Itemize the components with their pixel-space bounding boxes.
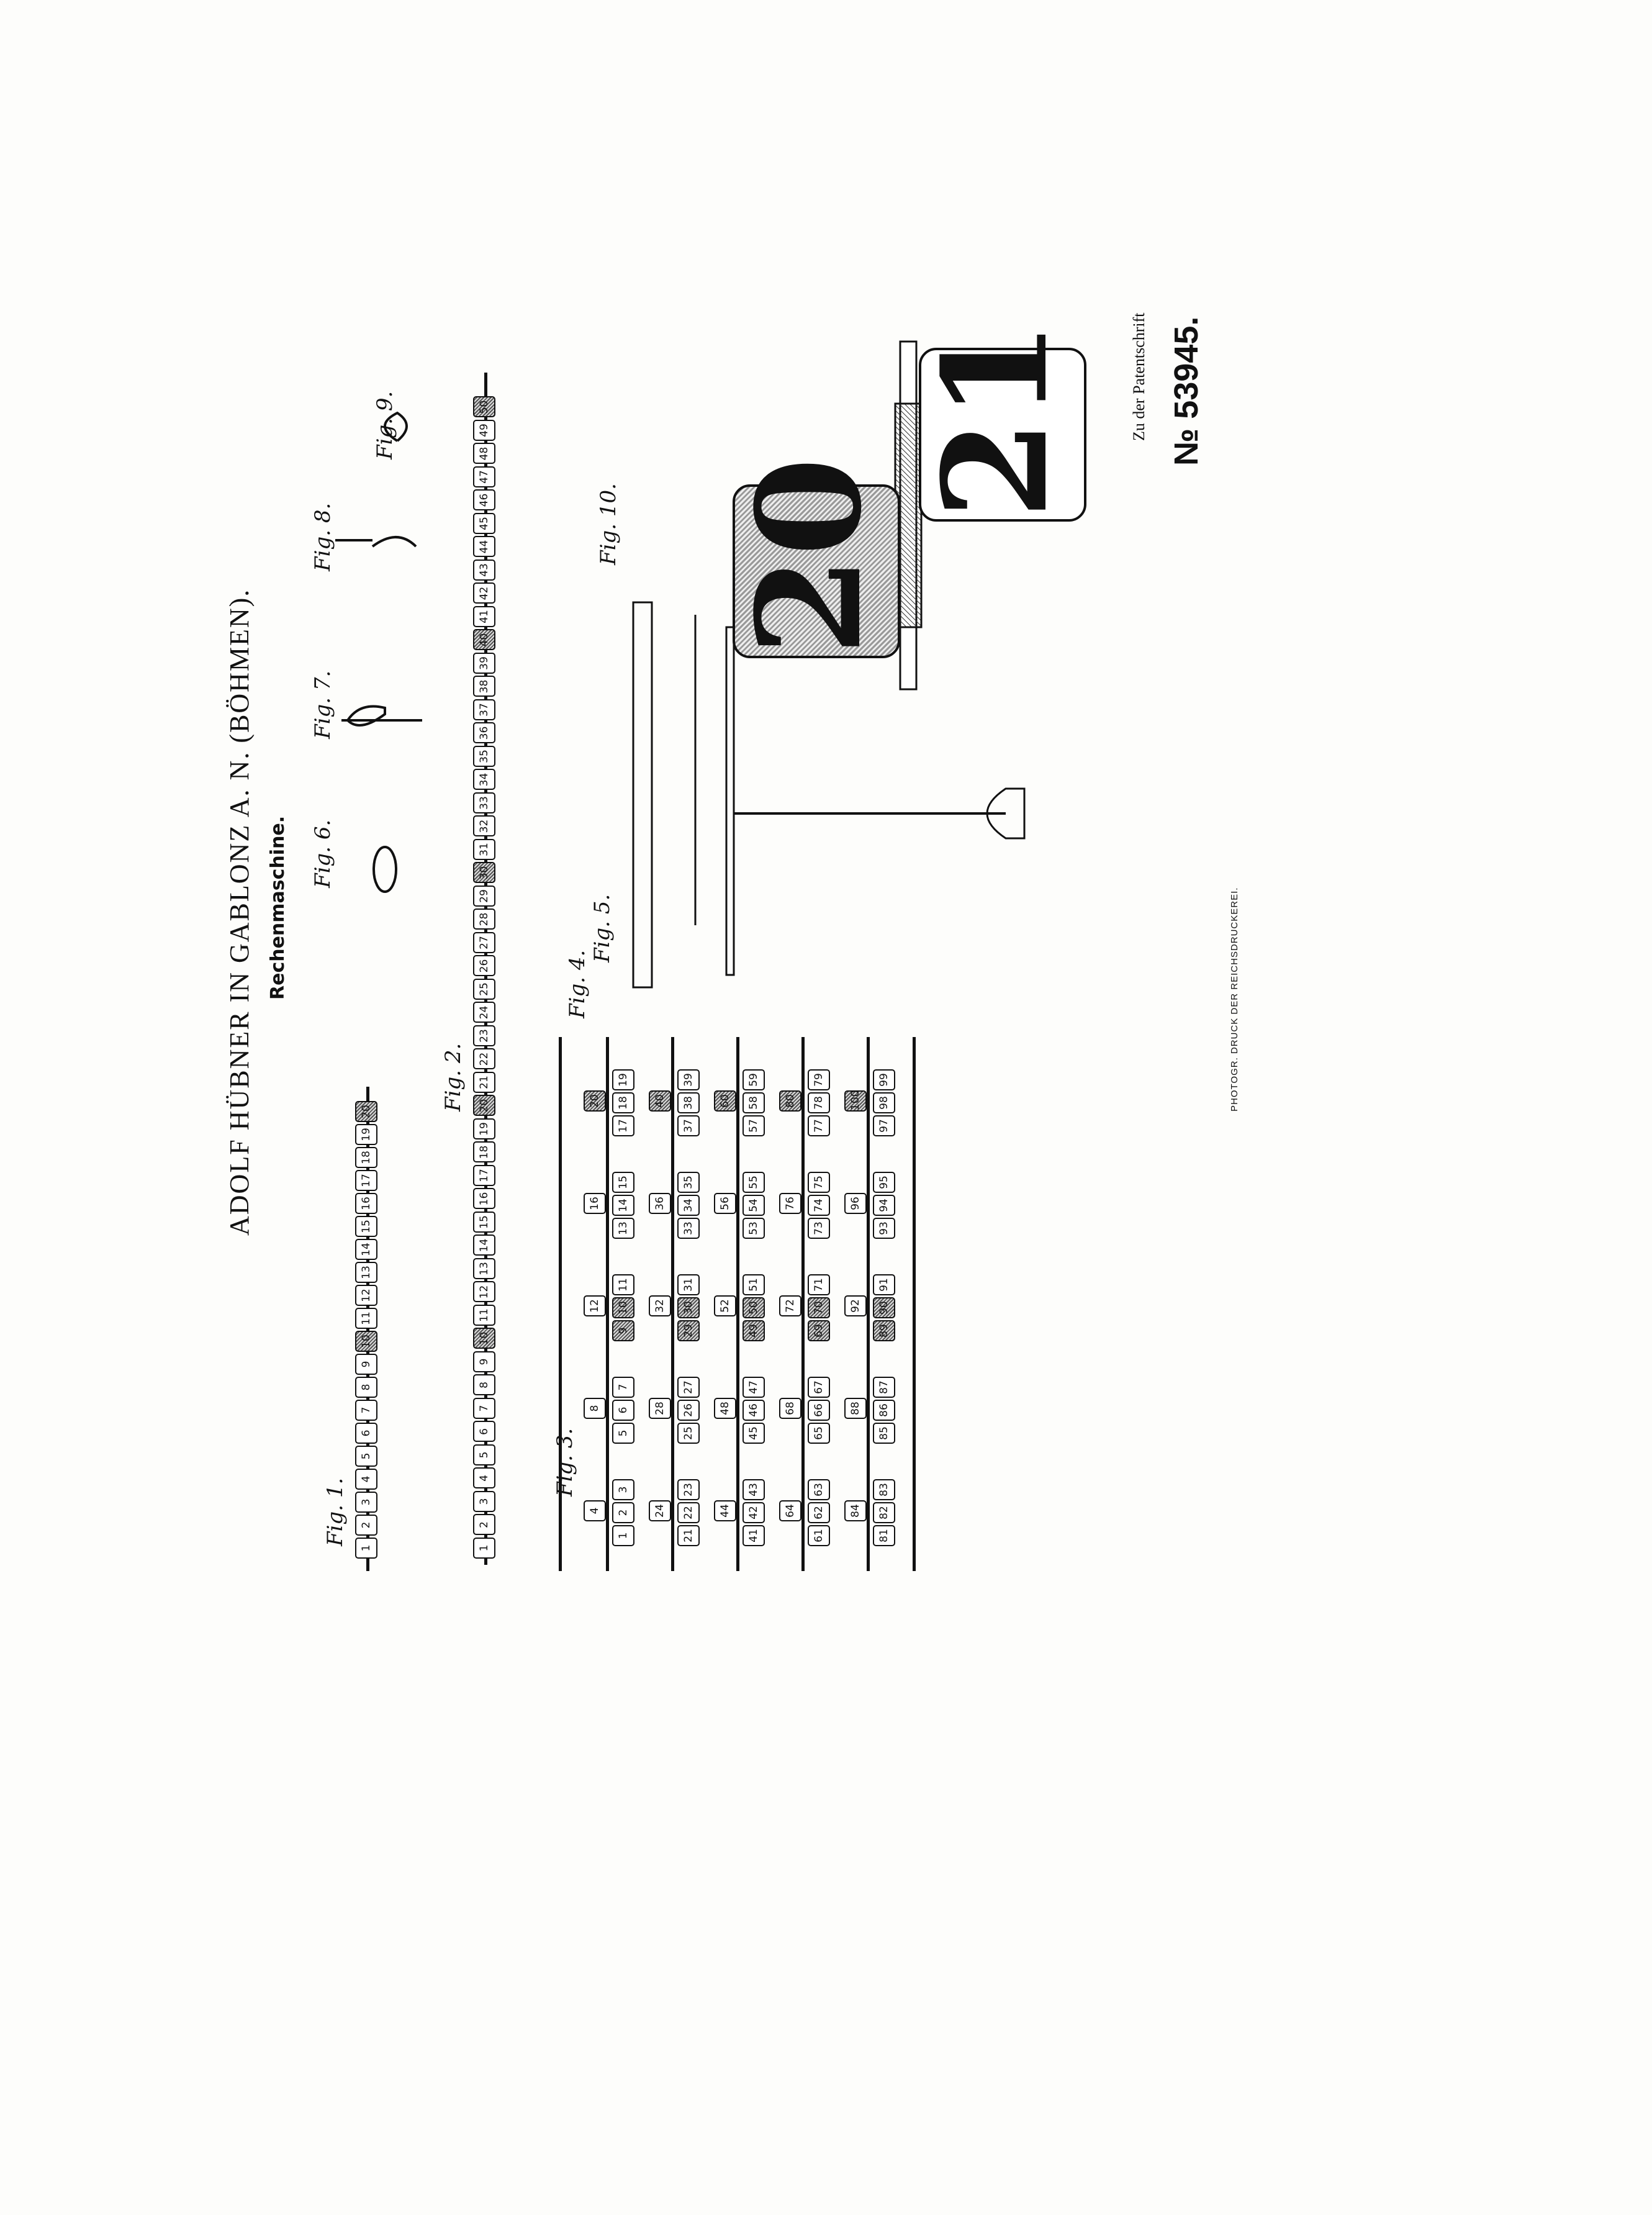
fig4-5-sketch xyxy=(335,340,1026,989)
patent-reference: Zu der Patentschrift xyxy=(1130,312,1148,442)
patent-number: № 53945. xyxy=(1168,316,1205,466)
fig10-card-left: 20 xyxy=(726,457,900,658)
printer-note: PHOTOGR. DRUCK DER REICHSDRUCKEREI. xyxy=(1229,887,1240,1112)
drawing-frame: ADOLF HÜBNER IN GABLONZ A. N. (BÖHMEN). … xyxy=(74,304,1254,1919)
fig10-card-right: 21 xyxy=(912,320,1086,522)
